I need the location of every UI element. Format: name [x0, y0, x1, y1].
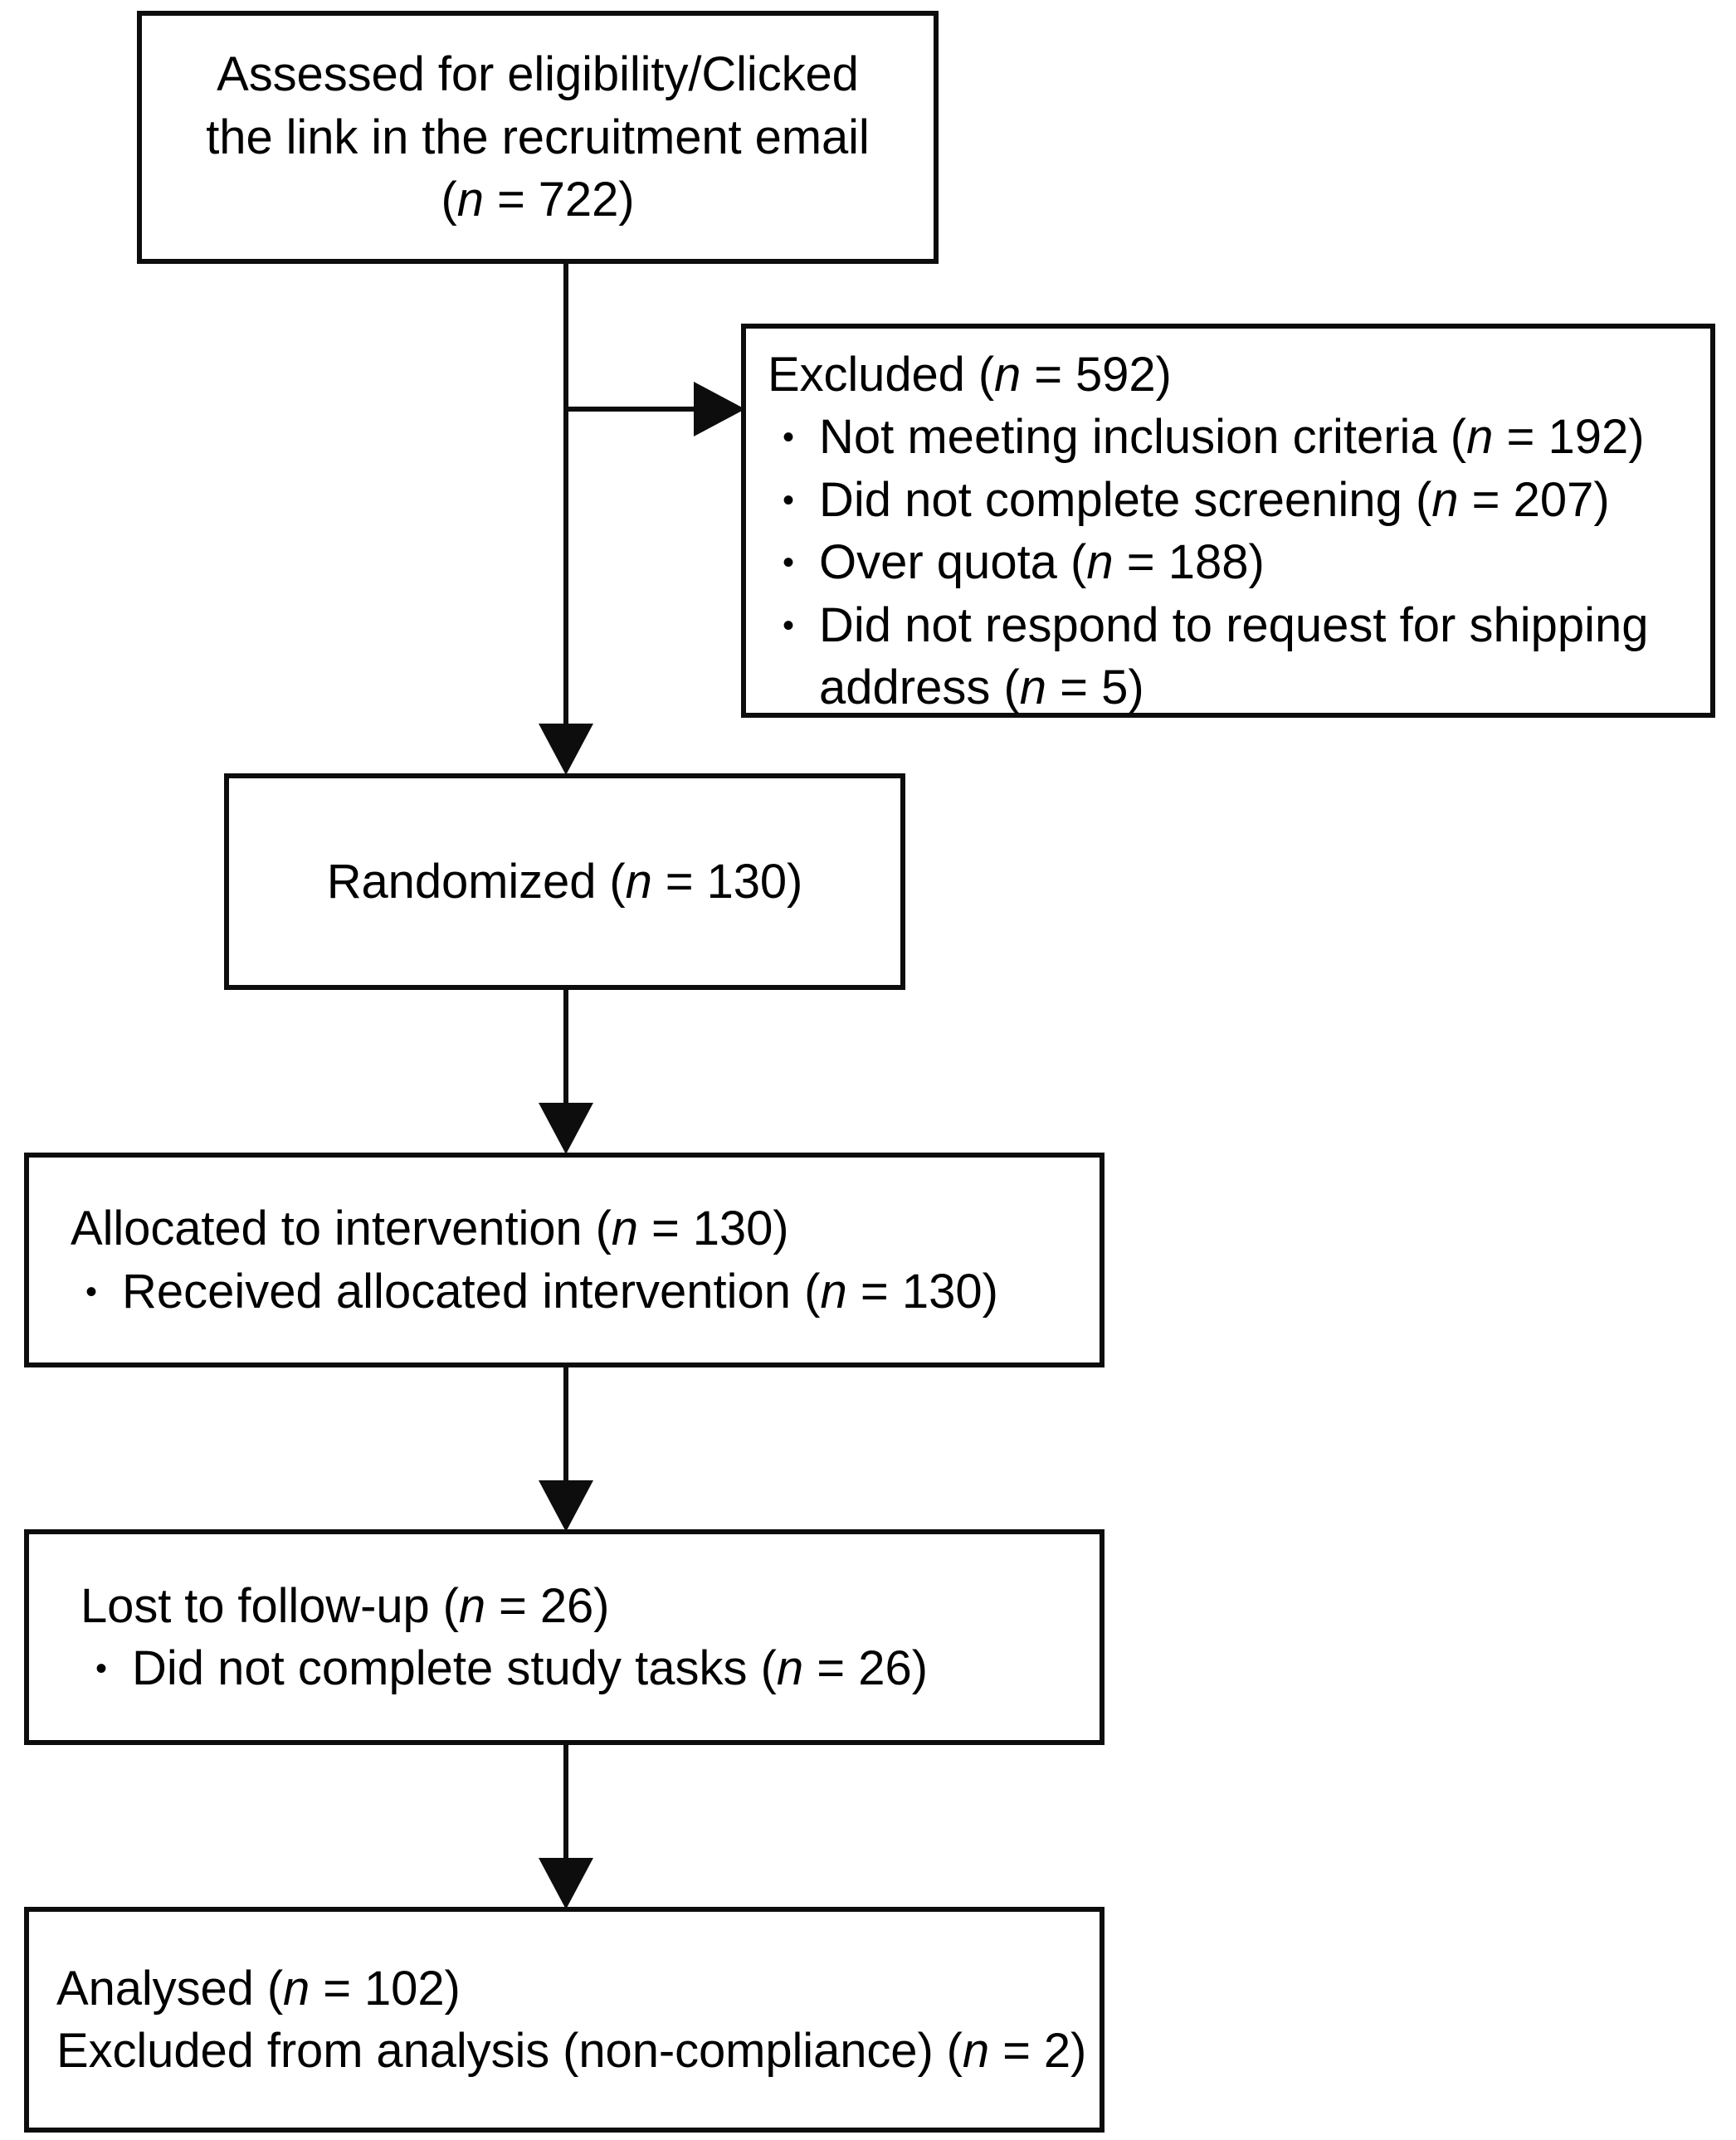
followup-bullet-list: Did not complete study tasks (n = 26)	[80, 1637, 1078, 1700]
arrowhead-to-analysis	[539, 1858, 593, 1909]
followup-bullet-0-text: Did not complete study tasks (	[132, 1641, 777, 1695]
randomized-label-value: = 130)	[651, 854, 803, 909]
randomized-label: Randomized (n = 130)	[251, 851, 879, 913]
allocation-bullet-0-value: = 130)	[846, 1264, 998, 1319]
excluded-reason-3-n: n	[1019, 660, 1047, 714]
allocation-bullet-list: Received allocated intervention (n = 130…	[71, 1260, 1078, 1323]
assessed-count-n: n	[456, 173, 484, 227]
node-analysed: Analysed (n = 102) Excluded from analysi…	[24, 1907, 1105, 2133]
assessed-line-1: Assessed for eligibility/Clicked	[217, 47, 859, 102]
followup-heading-value: = 26)	[485, 1578, 610, 1633]
allocation-heading-n: n	[611, 1202, 638, 1256]
excluded-heading-value: = 592)	[1021, 348, 1172, 402]
excluded-reason-2-value: = 188)	[1113, 535, 1265, 590]
analysis-line-2-value: = 2)	[989, 2024, 1087, 2078]
assessed-count-eq: =	[483, 173, 539, 227]
analysis-line-1-value: = 102)	[310, 1961, 461, 2016]
excluded-reason-2-text: Over quota (	[819, 535, 1087, 590]
excluded-heading-n: n	[994, 348, 1022, 402]
excluded-reason-0-value: = 192)	[1493, 410, 1645, 465]
randomized-label-text: Randomized (	[326, 854, 626, 909]
analysis-line-2-n: n	[962, 2024, 990, 2078]
list-item: Did not respond to request for shipping …	[768, 594, 1689, 719]
followup-heading-label: Lost to follow-up (	[80, 1578, 459, 1633]
node-assessed-for-eligibility: Assessed for eligibility/Clicked the lin…	[137, 11, 939, 264]
analysis-line-1-n: n	[283, 1961, 310, 2016]
analysis-line-2-label: Excluded from analysis (non-compliance) …	[56, 2024, 963, 2078]
node-excluded: Excluded (n = 592) Not meeting inclusion…	[741, 324, 1715, 718]
assessed-count-value: 722	[538, 173, 619, 227]
connector-assessed-to-randomized	[563, 264, 568, 729]
assessed-count-close: )	[618, 173, 635, 227]
connector-allocated-to-followup	[563, 1367, 568, 1484]
excluded-heading-label: Excluded (	[768, 348, 995, 402]
list-item: Not meeting inclusion criteria (n = 192)	[768, 406, 1689, 469]
connector-assessed-to-excluded	[563, 407, 713, 412]
list-item: Did not complete study tasks (n = 26)	[80, 1637, 1078, 1700]
allocation-heading-value: = 130)	[637, 1202, 789, 1256]
allocation-heading: Allocated to intervention (n = 130)	[71, 1197, 1078, 1260]
arrowhead-to-excluded	[694, 382, 745, 436]
arrowhead-to-allocated	[539, 1103, 593, 1154]
analysis-line-1-label: Analysed (	[56, 1961, 284, 2016]
excluded-reason-0-text: Not meeting inclusion criteria (	[819, 410, 1467, 465]
assessed-line-2: the link in the recruitment email	[206, 110, 870, 164]
allocation-bullet-0-text: Received allocated intervention (	[122, 1264, 821, 1319]
node-allocated-to-intervention: Allocated to intervention (n = 130) Rece…	[24, 1153, 1105, 1367]
excluded-reason-3-value: = 5)	[1046, 660, 1144, 714]
excluded-reason-2-n: n	[1086, 535, 1114, 590]
followup-heading-n: n	[458, 1578, 486, 1633]
list-item: Did not complete screening (n = 207)	[768, 469, 1689, 532]
allocation-heading-label: Allocated to intervention (	[71, 1202, 612, 1256]
excluded-reason-0-n: n	[1466, 410, 1494, 465]
analysis-line-2: Excluded from analysis (non-compliance) …	[56, 2020, 1086, 2082]
arrowhead-to-randomized	[539, 724, 593, 775]
assessed-count: (n = 722)	[163, 168, 912, 231]
excluded-reason-1-text: Did not complete screening (	[819, 472, 1432, 527]
node-lost-to-follow-up: Lost to follow-up (n = 26) Did not compl…	[24, 1529, 1105, 1745]
connector-followup-to-analysis	[563, 1745, 568, 1861]
allocation-bullet-0-n: n	[820, 1264, 847, 1319]
followup-bullet-0-value: = 26)	[803, 1641, 929, 1695]
followup-heading: Lost to follow-up (n = 26)	[80, 1575, 1078, 1637]
excluded-reason-1-n: n	[1431, 472, 1459, 527]
list-item: Over quota (n = 188)	[768, 531, 1689, 594]
excluded-heading: Excluded (n = 592)	[768, 344, 1689, 406]
excluded-reason-list: Not meeting inclusion criteria (n = 192)…	[768, 406, 1689, 719]
randomized-label-n: n	[625, 854, 652, 909]
followup-bullet-0-n: n	[776, 1641, 804, 1695]
excluded-reason-3-text: Did not respond to request for shipping …	[819, 597, 1649, 714]
connector-randomized-to-allocated	[563, 990, 568, 1106]
assessed-count-open: (	[441, 173, 457, 227]
excluded-reason-1-value: = 207)	[1458, 472, 1610, 527]
analysis-line-1: Analysed (n = 102)	[56, 1957, 1078, 2020]
list-item: Received allocated intervention (n = 130…	[71, 1260, 1078, 1323]
arrowhead-to-followup	[539, 1480, 593, 1532]
node-randomized: Randomized (n = 130)	[224, 773, 905, 990]
